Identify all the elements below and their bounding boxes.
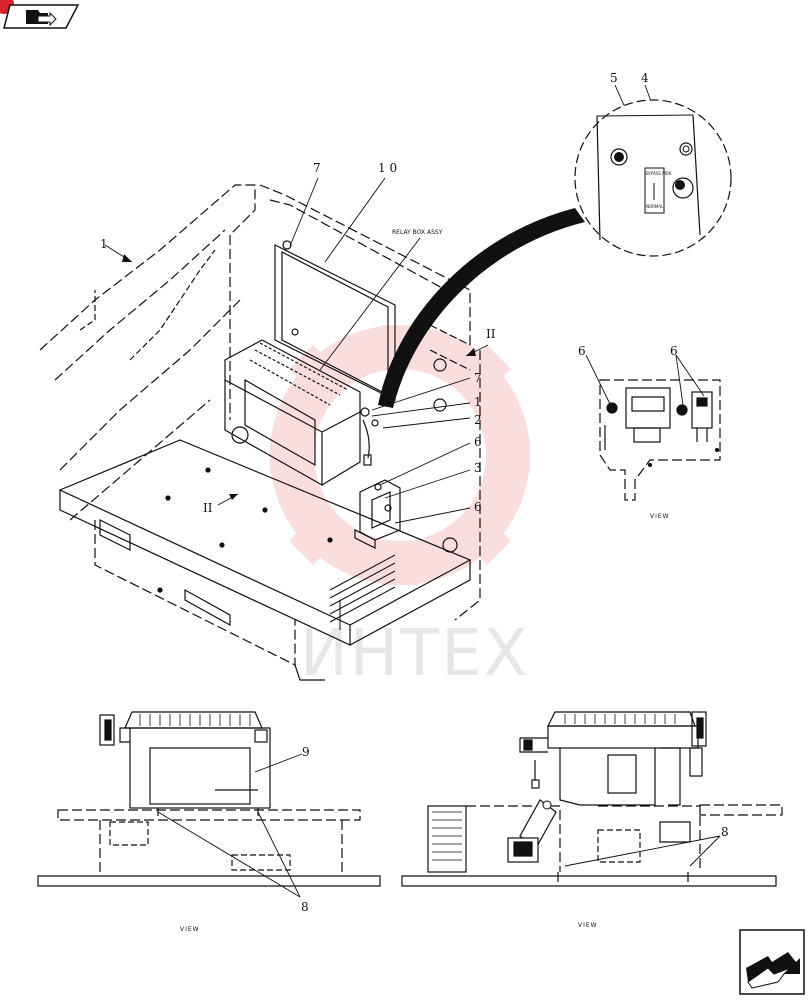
- callout-2: 2: [474, 413, 482, 427]
- view-marker-right: II: [486, 327, 496, 341]
- callout-7-mid: 7: [474, 371, 482, 385]
- view-label-right: VIEW: [650, 513, 670, 520]
- arrow-icon: [229, 494, 238, 500]
- bottom-right-view: [401, 711, 783, 887]
- callout-6-view-left: 6: [578, 344, 586, 358]
- view-label-bottom-right: VIEW: [578, 922, 598, 929]
- view-leader-lines: [585, 354, 705, 406]
- next-page-button[interactable]: [738, 928, 808, 996]
- callout-10-top: 1 0: [378, 161, 397, 175]
- callout-1-left: 1: [100, 237, 108, 251]
- callout-1-mid: 1: [474, 395, 482, 409]
- view-label-bottom-left: VIEW: [180, 926, 200, 933]
- relay-plate-view: [599, 379, 721, 501]
- view-marker-left: II: [203, 501, 213, 515]
- callout-7-top: 7: [313, 161, 321, 175]
- main-assembly-view: [39, 184, 481, 681]
- prev-page-icon: [0, 0, 80, 29]
- callout-3: 3: [474, 461, 482, 475]
- callout-8-right: 8: [721, 825, 729, 839]
- next-page-icon: [739, 929, 805, 995]
- bottom-right-leaders: [564, 835, 721, 867]
- arrow-icon: [122, 254, 132, 262]
- callout-6-b: 6: [474, 500, 482, 514]
- callout-6-a: 6: [474, 435, 482, 449]
- switch-top-label: BYPASS MDR: [646, 171, 672, 176]
- detail-swoosh: [378, 208, 585, 408]
- watermark-text: ИНТЕХ: [300, 617, 529, 691]
- callout-6-view-right: 6: [670, 344, 678, 358]
- callout-9: 9: [302, 745, 310, 759]
- arrow-icon: [466, 348, 476, 356]
- callout-5: 5: [610, 71, 618, 85]
- callout-8-left: 8: [301, 900, 309, 914]
- callout-4: 4: [641, 71, 649, 85]
- switch-bottom-label: NORMAL: [646, 204, 664, 209]
- switch-detail-view: [574, 99, 732, 257]
- relay-box-label: RELAY BOX ASSY: [392, 229, 443, 236]
- prev-page-button[interactable]: [0, 0, 80, 30]
- bottom-left-view: [37, 711, 381, 887]
- bottom-left-leaders: [157, 753, 303, 898]
